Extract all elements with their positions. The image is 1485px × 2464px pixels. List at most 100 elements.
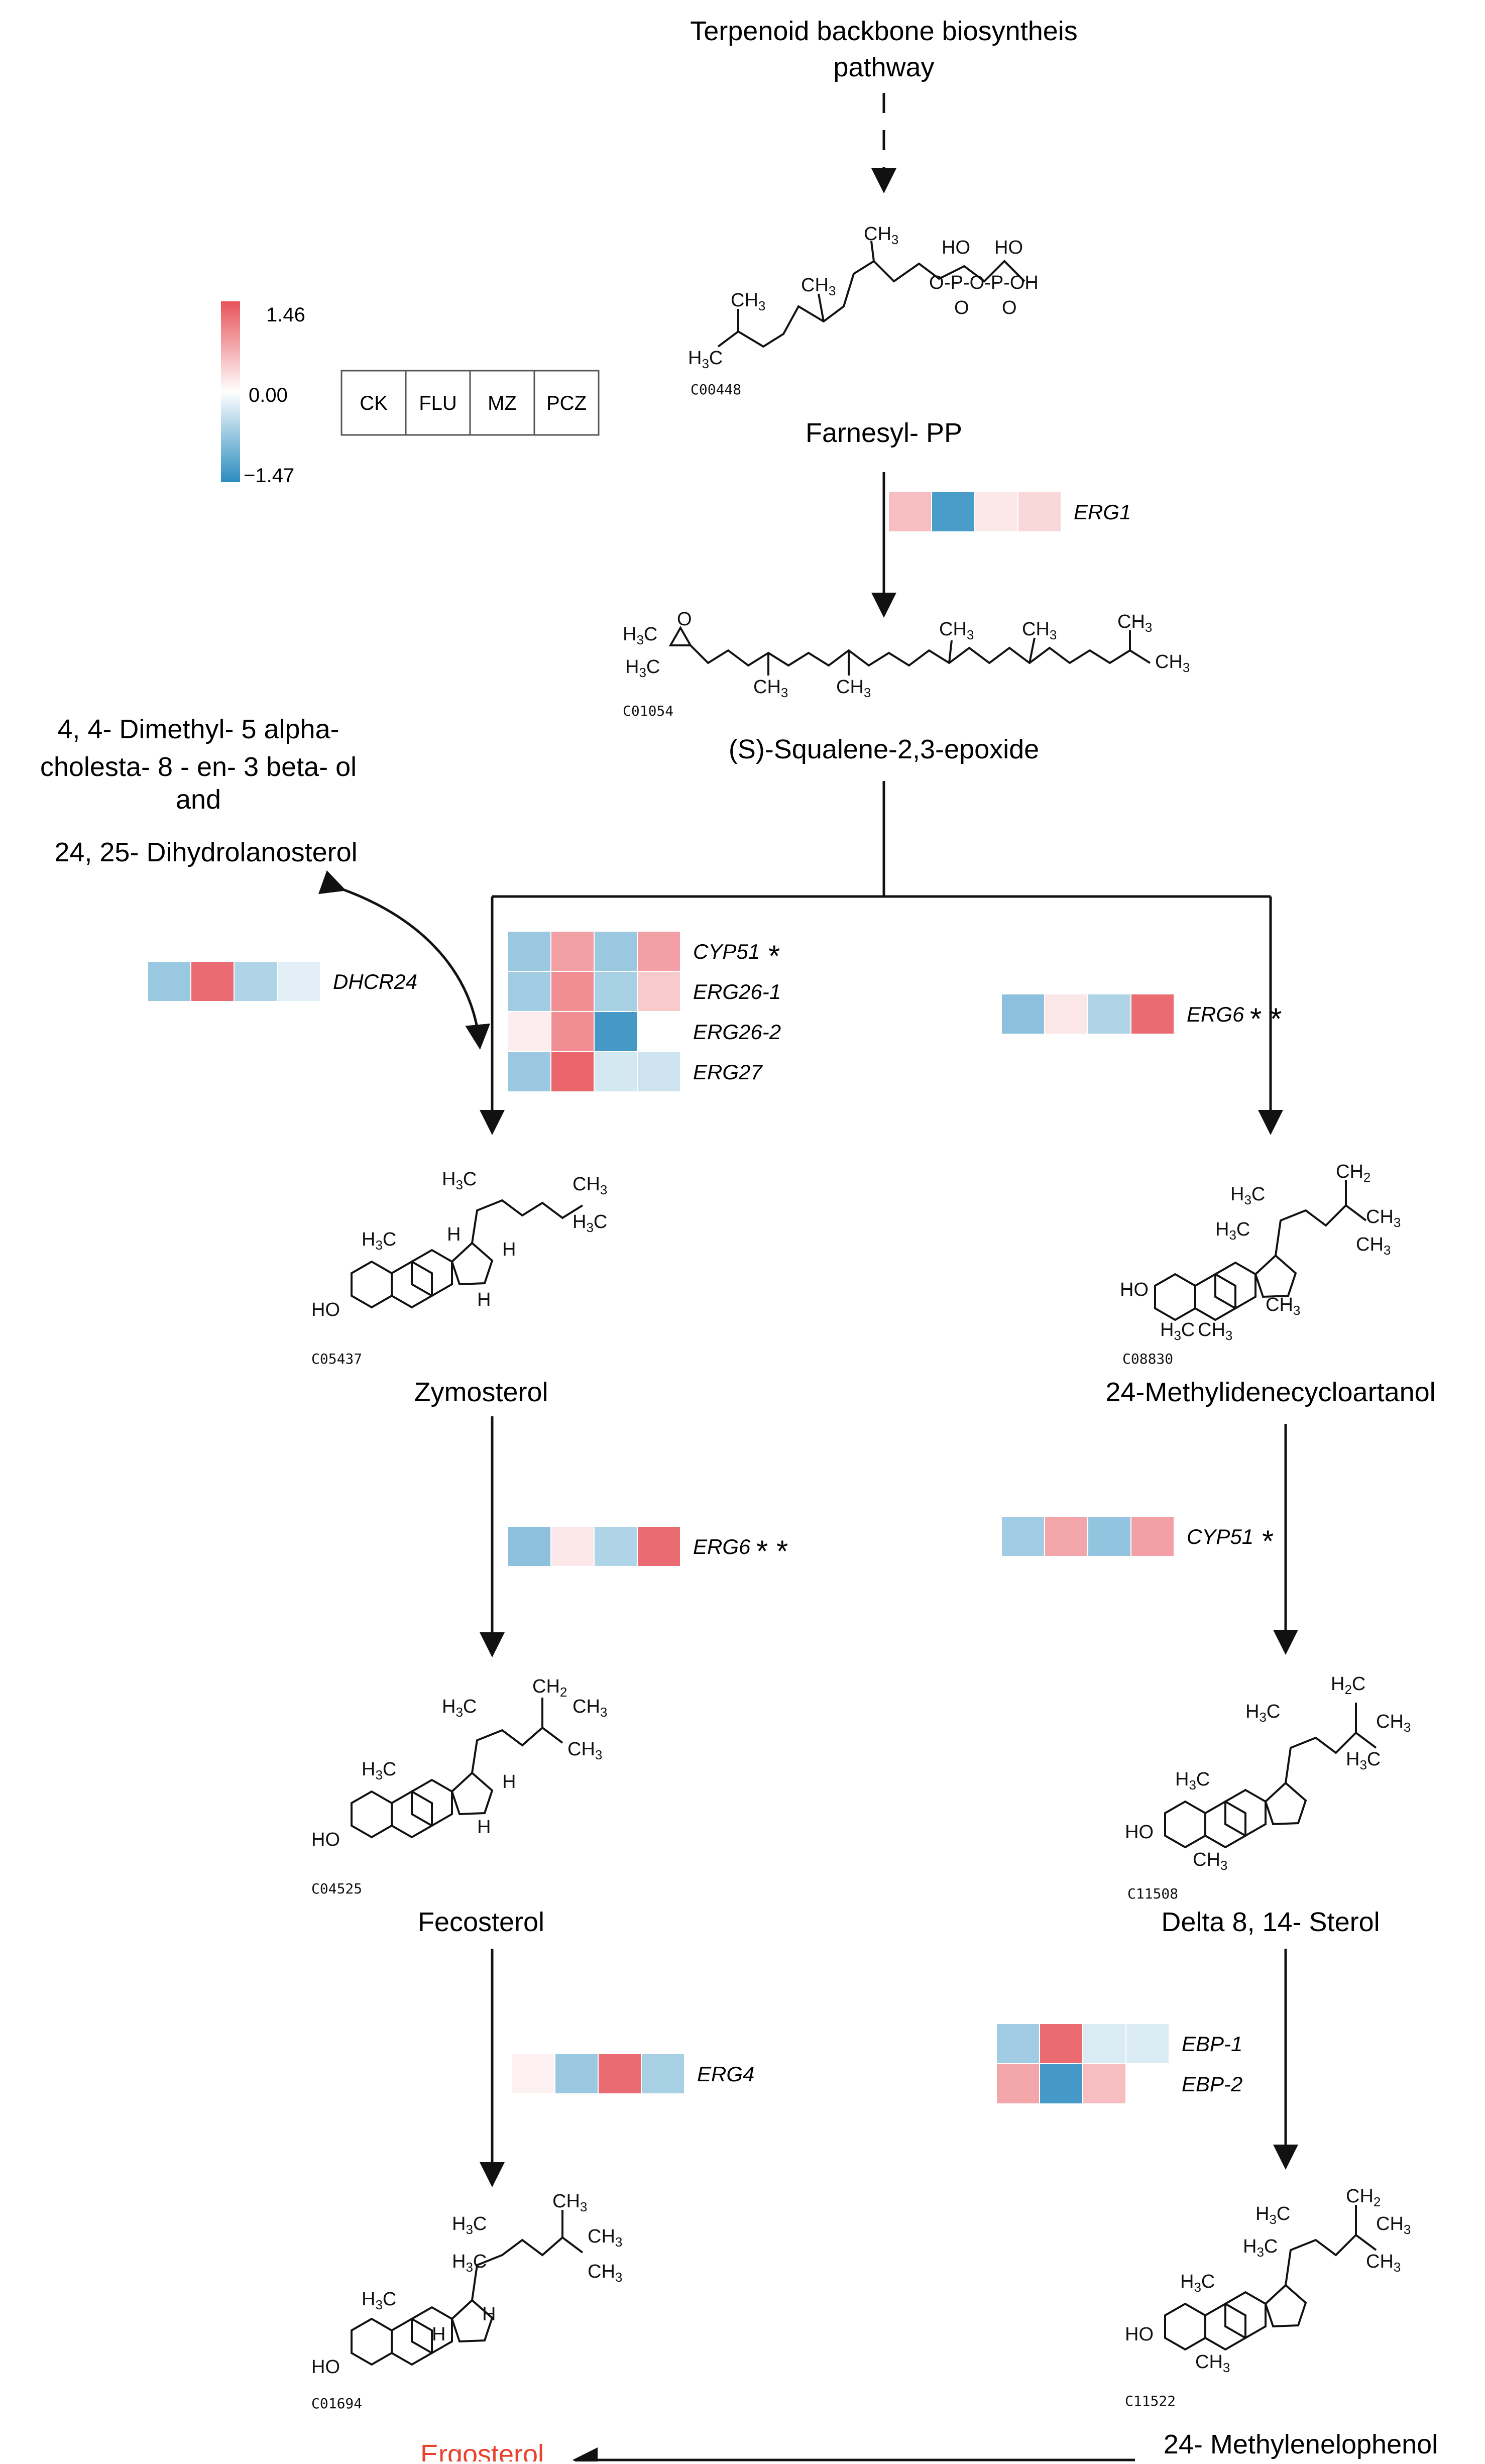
svg-text:-P-O-P-OH: -P-O-P-OH (944, 272, 1039, 293)
gene-erg4-label: ERG4 (697, 2062, 754, 2086)
svg-text:H3C: H3C (1245, 1701, 1280, 1725)
legend-mid: 0.00 (249, 384, 288, 406)
svg-text:H3C: H3C (625, 656, 660, 680)
heatmap-cell-dhcr24-4 (278, 962, 320, 1001)
svg-text:H: H (447, 1224, 461, 1245)
heatmap-cell-cyp51_left-4 (638, 932, 680, 971)
svg-text:H3C: H3C (1243, 2236, 1278, 2260)
heatmap-cell-erg26_2-1 (508, 1012, 550, 1051)
gene-erg4: ERG4 (512, 2054, 754, 2093)
svg-text:H3C: H3C (362, 2289, 396, 2312)
heatmap-cell-erg4-3 (599, 2054, 641, 2093)
heatmap-cell-dhcr24-1 (148, 962, 190, 1001)
legend-column-boxes: CK FLU MZ PCZ (340, 370, 600, 436)
side-product-line-3: and (176, 785, 221, 815)
gene-erg26-2-label: ERG26-2 (693, 1020, 781, 1044)
svg-text:CH3: CH3 (753, 677, 788, 700)
heatmap-cell-erg27-4 (638, 1052, 680, 1091)
pathway-source-title: Terpenoid backbone biosyntheis (690, 16, 1078, 46)
ergosterol-code: C01694 (311, 2395, 362, 2412)
svg-text:CH3: CH3 (573, 1174, 607, 1197)
svg-text:H3C: H3C (1160, 1319, 1195, 1343)
svg-text:O: O (929, 272, 944, 293)
gene-dhcr24-label: DHCR24 (333, 970, 417, 993)
svg-text:H3C: H3C (442, 1169, 477, 1192)
gene-cyp51-left: CYP51 * (508, 932, 780, 973)
methylenelophenol-structure: CH2 CH3 CH3 H3C H3C H3C HO CH3 C11522 (1125, 2186, 1411, 2409)
svg-text:CH3: CH3 (573, 1696, 607, 1720)
gene-ebp-1: EBP-1 (997, 2024, 1242, 2063)
gene-erg27: ERG27 (508, 1052, 763, 1091)
svg-text:CH3: CH3 (1195, 2351, 1230, 2375)
legend-col-flu: FLU (419, 392, 457, 414)
gene-erg27-label: ERG27 (693, 1060, 763, 1084)
gene-erg6-right-label: ERG6 (1187, 1002, 1244, 1026)
svg-text:CH3: CH3 (1198, 1319, 1232, 1343)
heatmap-cell-cyp51_left-2 (551, 932, 594, 971)
heatmap-cell-ebp_2-3 (1083, 2064, 1125, 2103)
svg-text:CH3: CH3 (1193, 1849, 1227, 1873)
svg-text:HO: HO (1125, 2324, 1154, 2345)
heatmap-cell-erg26_1-3 (595, 972, 637, 1011)
legend-min: −1.47 (244, 465, 294, 487)
heatmap-cell-erg26_1-4 (638, 972, 680, 1011)
heatmap-cell-erg1-2 (932, 492, 974, 531)
heatmap-cell-erg6_left-1 (508, 1527, 550, 1566)
svg-text:H3C: H3C (1215, 1219, 1250, 1243)
svg-text:CH3: CH3 (836, 677, 871, 700)
svg-text:H3C: H3C (1230, 1184, 1265, 1207)
gene-erg26-1: ERG26-1 (508, 972, 781, 1011)
heatmap-cell-cyp51_right-3 (1088, 1517, 1130, 1556)
gene-cyp51-right-mark: * (1262, 1524, 1274, 1558)
heatmap-cell-erg6_left-4 (638, 1527, 680, 1566)
svg-text:CH3: CH3 (1155, 651, 1190, 675)
svg-text:HO: HO (942, 237, 970, 258)
svg-text:HO: HO (311, 1299, 340, 1320)
heatmap-cell-ebp_1-2 (1040, 2024, 1082, 2063)
heatmap-cell-erg26_1-1 (508, 972, 550, 1011)
squalene-epoxide-structure: H3C H3C O CH3 CH3 CH3 CH3 CH3 CH3 C01054 (623, 609, 1190, 719)
heatmap-cell-erg6_left-3 (595, 1527, 637, 1566)
gene-ebp-2-label: EBP-2 (1182, 2072, 1242, 2096)
svg-text:HO: HO (1125, 1822, 1154, 1843)
heatmap-cell-dhcr24-3 (235, 962, 277, 1001)
svg-text:H: H (502, 1771, 516, 1793)
gene-erg6-right-mark: * * (1250, 1002, 1282, 1036)
svg-text:CH3: CH3 (801, 275, 836, 298)
heatmap-cell-erg26_2-2 (551, 1012, 594, 1051)
svg-text:H3C: H3C (362, 1229, 396, 1253)
svg-text:CH3: CH3 (1117, 611, 1152, 635)
svg-text:O: O (954, 297, 969, 318)
svg-text:H2C: H2C (1331, 1673, 1365, 1697)
heatmap-cell-erg1-4 (1018, 492, 1061, 531)
svg-text:CH3: CH3 (731, 290, 765, 313)
compound-squalene-name: (S)-Squalene-2,3-epoxide (729, 734, 1039, 764)
heatmap-cell-cyp51_left-1 (508, 932, 550, 971)
heatmap-cell-ebp_2-4 (1126, 2064, 1169, 2103)
heatmap-cell-dhcr24-2 (191, 962, 234, 1001)
side-product-line-4: 24, 25- Dihydrolanosterol (54, 837, 357, 867)
gene-erg1-label: ERG1 (1074, 500, 1131, 524)
svg-text:H: H (477, 1289, 491, 1310)
pathway-source-subtitle: pathway (833, 52, 934, 82)
heatmap-cell-erg6_right-2 (1045, 994, 1087, 1034)
gene-dhcr24: DHCR24 (148, 962, 417, 1001)
heatmap-cell-ebp_1-3 (1083, 2024, 1125, 2063)
gene-ebp-1-label: EBP-1 (1182, 2032, 1242, 2056)
legend-col-box-4 (533, 370, 600, 436)
heatmap-cell-erg6_right-4 (1131, 994, 1174, 1034)
ergosterol-structure: CH3 CH3 CH3 H3C H3C H3C HO H H C01694 (311, 2191, 622, 2412)
svg-text:CH3: CH3 (1266, 1294, 1300, 1318)
svg-text:H3C: H3C (623, 624, 657, 647)
compound-zymosterol-name: Zymosterol (414, 1377, 548, 1407)
methylenelophenol-code: C11522 (1125, 2393, 1176, 2409)
compound-names: Farnesyl- PP (S)-Squalene-2,3-epoxide Zy… (414, 418, 1438, 2464)
svg-text:H: H (502, 1239, 516, 1260)
farnesyl-pp-structure: CH3 CH3 CH3 H3C O -P-O-P-OH HO HO O O C0… (688, 223, 1039, 398)
heatmap-cell-erg4-2 (555, 2054, 598, 2093)
svg-text:O: O (677, 609, 692, 630)
heatmap-cell-erg26_2-4 (638, 1012, 680, 1051)
svg-text:O: O (1002, 297, 1017, 318)
gene-erg26-2: ERG26-2 (508, 1012, 781, 1051)
